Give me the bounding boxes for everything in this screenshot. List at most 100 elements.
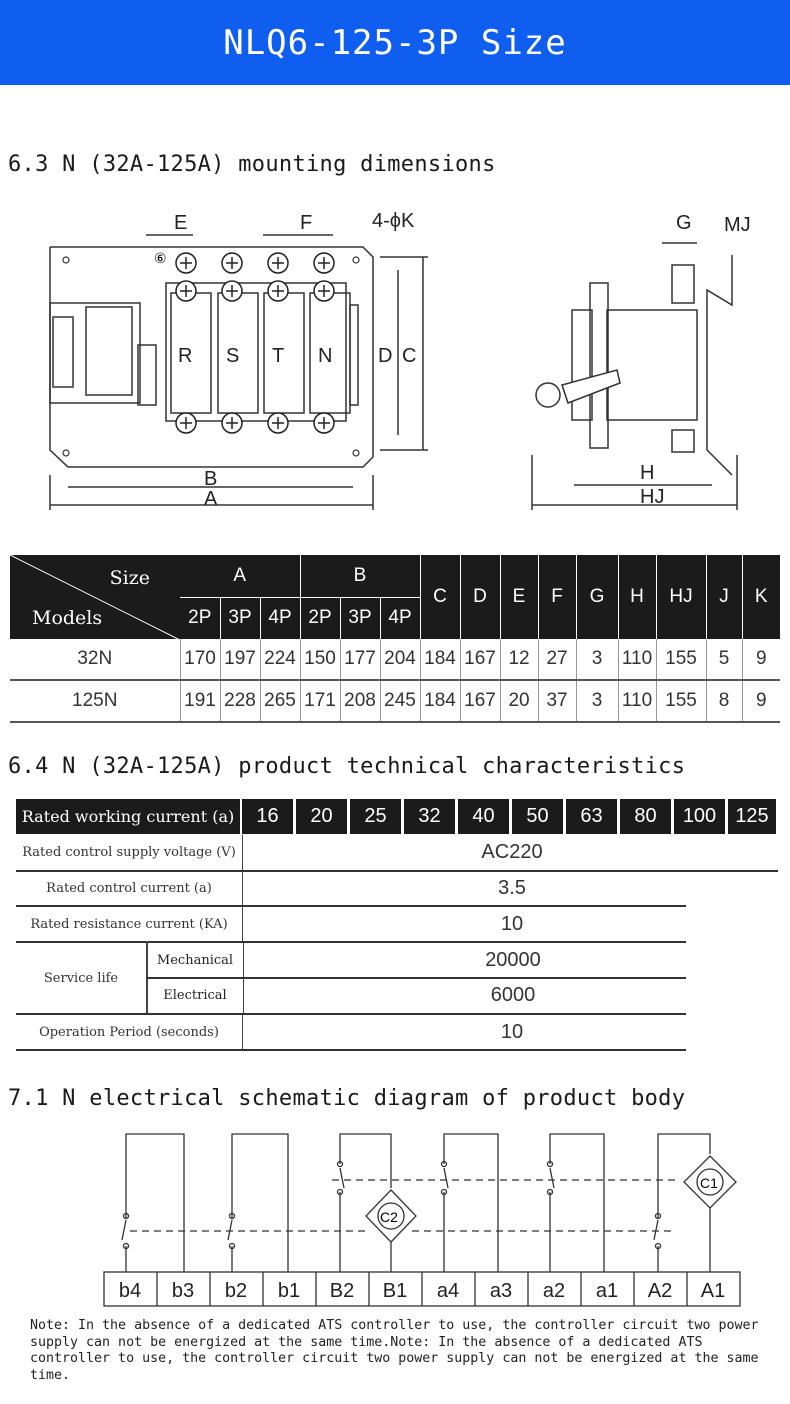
value-cell: 110 [618,680,657,722]
label-B: B [204,468,217,490]
control-voltage-label: Rated control supply voltage (V) [16,835,243,870]
schematic-heading: 7.1 N electrical schematic diagram of pr… [8,1086,686,1111]
terminal-A1: A1 [701,1280,725,1302]
value-cell: 155 [656,639,707,680]
value-cell: 20 [500,680,539,722]
header-K: K [742,555,781,639]
pole-N-label: N [318,345,332,367]
current-cell: 100 [674,799,725,834]
model-cell: 125N [10,680,181,722]
coil-C1-label: C1 [700,1175,718,1191]
header-D: D [460,555,501,639]
terminal-B2: B2 [330,1280,354,1302]
control-current-label: Rated control current (a) [16,872,243,905]
value-cell: 12 [500,639,539,680]
terminal-A2: A2 [648,1280,672,1302]
value-cell: 171 [300,680,341,722]
side-view-drawing: G MJ H HJ [531,212,751,510]
value-cell: 155 [656,680,707,722]
control-current-row: Rated control current (a) 3.5 [16,872,781,905]
value-cell: 27 [538,639,577,680]
value-cell: 3 [576,680,619,722]
label-E: E [174,212,187,234]
value-cell: 167 [460,680,501,722]
row-divider [16,941,686,943]
label-D: D [378,345,392,367]
value-cell: 204 [380,639,421,680]
value-cell: 9 [755,648,767,669]
current-cell: 25 [350,799,401,834]
value-cell: 150 [300,639,341,680]
control-voltage-row: Rated control supply voltage (V) AC220 [16,835,781,870]
resistance-current-value: 10 [500,912,524,935]
service-life-label: Service life [16,943,147,1013]
terminal-a3: a3 [490,1280,512,1302]
electrical-label: Electrical [163,988,227,1003]
control-current-value: 3.5 [498,877,526,899]
operation-period-label: Operation Period (seconds) [16,1015,243,1049]
label-A: A [204,488,218,510]
resistance-current-label: Rated resistance current (KA) [16,907,243,941]
label-F: F [300,212,312,234]
header-C: C [420,555,461,639]
terminal-b2: b2 [225,1280,247,1302]
current-cell: 80 [620,799,671,834]
subheader-A-4P: 4P [260,596,301,639]
row-divider [16,1049,686,1051]
terminal-b3: b3 [172,1280,194,1302]
title-banner: NLQ6-125-3P Size [0,0,790,85]
header-B: B [300,555,421,597]
technical-characteristics-table: Rated working current (a) 16 20 25 32 40… [16,799,780,834]
pole-R-label: R [178,345,192,367]
value-cell: 177 [340,639,381,680]
subheader-A-3P: 3P [220,596,261,639]
resistance-current-row: Rated resistance current (KA) 10 [16,907,781,941]
value-cell: 245 [380,680,421,722]
electrical-schematic: C2 C1 b4 b3 b2 b1 B2 B1 a4 a3 a2 a1 A2 A… [103,1133,741,1307]
terminal-b1: b1 [278,1280,300,1302]
page-title: NLQ6-125-3P Size [223,22,567,63]
dimensions-table: Size Models A B C D E F G H HJ J K 2P 3P… [10,555,781,723]
value-cell: 170 [180,639,221,680]
table-row: 125N 191 228 265 171 208 245 184 167 20 … [10,680,781,722]
mounting-dimensions-heading: 6.3 N (32A-125A) mounting dimensions [8,152,496,177]
subheader-B-2P: 2P [300,596,341,639]
value-cell: 197 [220,639,261,680]
current-cell: 40 [458,799,509,834]
label-MJ: MJ [724,214,751,236]
header-E: E [500,555,539,639]
value-cell: 9 [755,690,767,711]
value-cell: 184 [420,639,461,680]
base-plate-outline [49,246,374,468]
header-A: A [180,555,301,597]
label-G: G [676,212,692,234]
row-divider [146,977,686,979]
note-text: Note: In the absence of a dedicated ATS … [30,1318,759,1383]
label-C: C [402,345,416,367]
current-cell: 63 [566,799,617,834]
terminal-a2: a2 [543,1280,565,1302]
current-cell: 125 [728,799,776,834]
model-cell: 32N [10,639,181,680]
technical-characteristics-heading: 6.4 N (32A-125A) product technical chara… [8,754,686,779]
subheader-A-2P: 2P [180,596,221,639]
value-cell: 5 [706,639,743,680]
table-corner-header: Size Models [10,555,180,640]
subheader-B-3P: 3P [340,596,381,639]
label-H: H [640,462,654,484]
value-cell: 191 [180,680,221,722]
label-4-phi-K: 4-ϕK [372,210,415,232]
current-cell: 50 [512,799,563,834]
label-HJ: HJ [640,486,664,508]
coil-C2-label: C2 [380,1209,398,1225]
models-label: Models [32,607,103,629]
header-H: H [618,555,657,639]
operation-period-row: Operation Period (seconds) 10 [16,1015,781,1049]
pole-S-label: S [226,345,239,367]
service-life-values: 20000 6000 [244,943,782,1013]
row-divider [16,870,778,872]
value-cell: 8 [706,680,743,722]
pole-T-label: T [272,345,284,367]
terminal-a1: a1 [596,1280,618,1302]
mechanical-value: 20000 [485,949,541,971]
